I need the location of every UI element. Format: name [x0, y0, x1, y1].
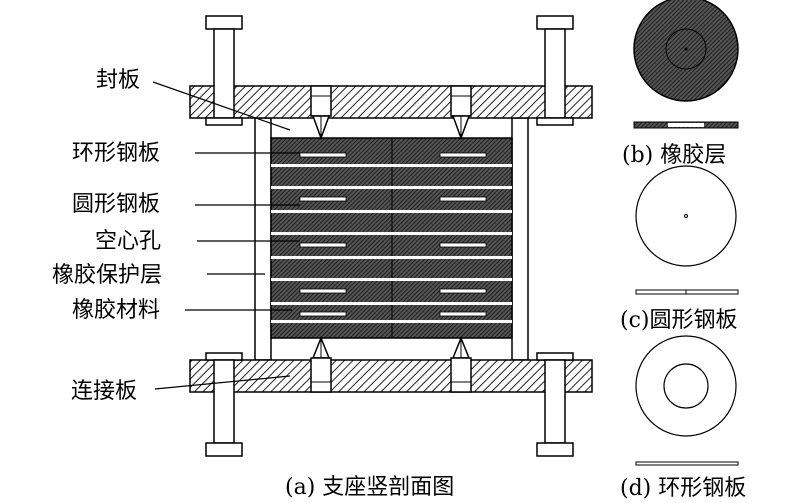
bottom-connecting-plate [189, 359, 593, 393]
label-connecting-plate: 连接板 [71, 379, 137, 404]
label-annular-steel-plate: 环形钢板 [72, 141, 160, 166]
label-rubber-protective-layer: 橡胶保护层 [52, 263, 162, 288]
top-pin-left [310, 85, 332, 141]
caption-b: (b) 橡胶层 [622, 143, 726, 168]
caption-a: (a) 支座竖剖面图 [285, 475, 454, 500]
circular-plate-view: (c)圆形钢板 [620, 165, 739, 333]
bolt-top-left [205, 15, 243, 126]
rubber-layer-view: (b) 橡胶层 [622, 0, 739, 168]
label-rubber-material: 橡胶材料 [72, 298, 160, 323]
rubber-protective-layer-right [511, 117, 529, 361]
section-view: 封板 环形钢板 圆形钢板 空心孔 橡胶保护层 橡胶材料 连接板 (a) 支座竖剖… [52, 15, 593, 500]
bottom-pin-left [310, 335, 332, 393]
bottom-pin-right [450, 335, 472, 393]
top-pin-right [450, 85, 472, 141]
caption-c: (c)圆形钢板 [620, 308, 738, 333]
leader-lines [152, 81, 300, 390]
label-hollow-hole: 空心孔 [95, 229, 161, 254]
top-sealing-plate [189, 85, 593, 119]
rubber-protective-layer-left [254, 117, 272, 361]
annular-plate-view: (d) 环形钢板 [620, 335, 746, 501]
steel-plate-layers [271, 164, 512, 323]
hollow-hole-slots [299, 152, 487, 317]
label-sealing-plate: 封板 [96, 68, 140, 93]
bolt-bottom-right [536, 352, 574, 457]
bolt-bottom-left [205, 352, 243, 457]
bolt-top-right [536, 15, 574, 126]
label-circular-steel-plate: 圆形钢板 [72, 192, 160, 217]
caption-d: (d) 环形钢板 [620, 476, 746, 501]
